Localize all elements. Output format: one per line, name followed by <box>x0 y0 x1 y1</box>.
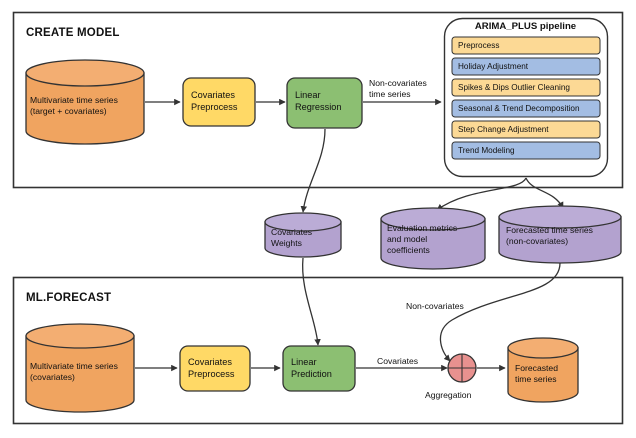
linear-regression-box-shape <box>286 77 363 129</box>
edge-regression-to-covariates-weights <box>300 128 326 213</box>
forecast-output-cylinder-shape <box>507 337 579 403</box>
pipeline-step-box-1 <box>451 57 601 76</box>
edge-pipeline-to-evaluation-metrics <box>436 177 527 211</box>
edge-noncovariates-to-aggregation <box>439 262 561 362</box>
evaluation-metrics-cylinder-shape <box>380 207 486 270</box>
aggregation-node-shape <box>447 353 477 383</box>
source-cylinder-shape <box>25 59 145 145</box>
forecast-source-cylinder-shape <box>25 323 135 413</box>
ml-forecast-frame <box>12 276 624 425</box>
pipeline-step-box-0 <box>451 36 601 55</box>
forecasted-noncovariates-cylinder-shape <box>498 205 622 264</box>
covariates-weights-cylinder-shape <box>264 212 342 258</box>
pipeline-step-box-4 <box>451 120 601 139</box>
create-model-frame <box>12 11 624 189</box>
pipeline-step-box-2 <box>451 78 601 97</box>
forecast-preprocess-box-shape <box>179 345 251 392</box>
edge-pipeline-to-forecasted-noncov <box>525 177 564 209</box>
covariates-preprocess-box-shape <box>182 77 256 127</box>
pipeline-step-box-5 <box>451 141 601 160</box>
edge-covariates-weights-to-prediction <box>301 257 321 346</box>
pipeline-step-box-3 <box>451 99 601 118</box>
linear-prediction-box-shape <box>282 345 356 392</box>
